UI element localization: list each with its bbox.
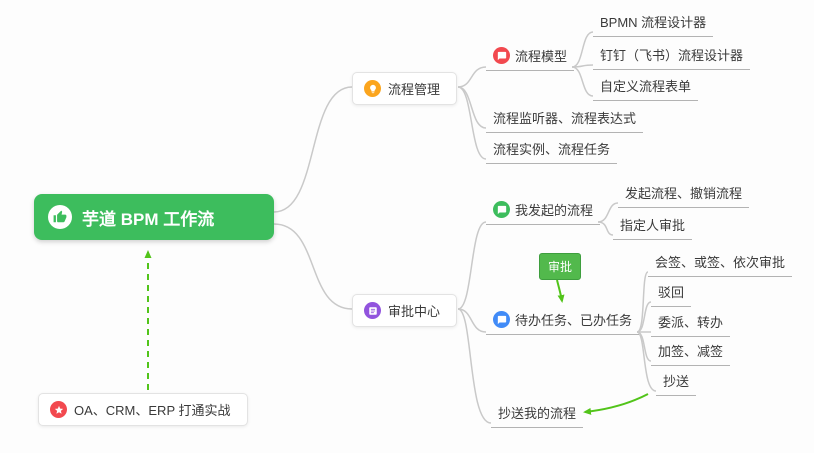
root-topic[interactable]: 芋道 BPM 工作流 xyxy=(34,194,274,240)
node-cc[interactable]: 抄送 xyxy=(656,369,697,396)
node-start-cancel[interactable]: 发起流程、撤销流程 xyxy=(618,181,750,208)
approval-badge-label: 审批 xyxy=(548,260,573,274)
node-label: 钉钉（飞书）流程设计器 xyxy=(600,48,744,63)
chat-bubble-icon xyxy=(493,311,510,328)
approval-badge[interactable]: 审批 xyxy=(539,253,582,280)
root-topic-label: 芋道 BPM 工作流 xyxy=(82,209,215,229)
lightbulb-icon xyxy=(364,80,381,97)
node-label: 加签、减签 xyxy=(658,344,724,359)
node-reject[interactable]: 驳回 xyxy=(651,280,692,307)
green-arrows xyxy=(144,250,649,415)
node-label: 会签、或签、依次审批 xyxy=(655,255,786,270)
node-process-management[interactable]: 流程管理 xyxy=(352,72,458,105)
chat-bubble-icon xyxy=(493,201,510,218)
chat-bubble-icon xyxy=(493,47,510,64)
thumbs-up-icon xyxy=(48,205,72,229)
node-add-reduce-sign[interactable]: 加签、减签 xyxy=(651,339,731,366)
node-instance-task[interactable]: 流程实例、流程任务 xyxy=(486,137,618,164)
node-delegate-transfer[interactable]: 委派、转办 xyxy=(651,310,731,337)
document-icon xyxy=(364,302,381,319)
node-label: OA、CRM、ERP 打通实战 xyxy=(74,403,231,418)
node-cc-my-process[interactable]: 抄送我的流程 xyxy=(491,401,584,428)
node-label: 自定义流程表单 xyxy=(600,79,692,94)
node-process-model[interactable]: 流程模型 xyxy=(486,44,575,71)
node-assignee-approval[interactable]: 指定人审批 xyxy=(613,213,693,240)
node-label: 流程实例、流程任务 xyxy=(493,142,611,157)
star-icon xyxy=(50,401,67,418)
gray-connectors xyxy=(273,31,657,424)
node-dingtalk-designer[interactable]: 钉钉（飞书）流程设计器 xyxy=(593,43,751,70)
node-approval-center[interactable]: 审批中心 xyxy=(352,294,458,327)
node-my-initiated[interactable]: 我发起的流程 xyxy=(486,198,601,225)
node-label: 审批中心 xyxy=(388,304,441,319)
node-bpmn-designer[interactable]: BPMN 流程设计器 xyxy=(593,10,714,37)
node-custom-form[interactable]: 自定义流程表单 xyxy=(593,74,699,101)
node-label: 待办任务、已办任务 xyxy=(515,313,633,328)
node-label: BPMN 流程设计器 xyxy=(600,15,707,30)
node-listener-expression[interactable]: 流程监听器、流程表达式 xyxy=(486,106,644,133)
node-label: 流程监听器、流程表达式 xyxy=(493,111,637,126)
arrow-cc-to-cc-my-process xyxy=(583,393,649,415)
node-label: 指定人审批 xyxy=(620,218,686,233)
arrow-approval-to-todo xyxy=(556,279,565,303)
node-label: 流程模型 xyxy=(515,49,568,64)
node-label: 委派、转办 xyxy=(658,315,724,330)
node-label: 驳回 xyxy=(658,285,685,300)
node-practice-note[interactable]: OA、CRM、ERP 打通实战 xyxy=(38,393,248,426)
node-label: 抄送 xyxy=(663,374,690,389)
node-label: 流程管理 xyxy=(388,82,441,97)
node-countersign[interactable]: 会签、或签、依次审批 xyxy=(648,250,793,277)
node-label: 抄送我的流程 xyxy=(498,406,577,421)
node-label: 我发起的流程 xyxy=(515,203,594,218)
node-todo-done[interactable]: 待办任务、已办任务 xyxy=(486,308,640,335)
node-label: 发起流程、撤销流程 xyxy=(625,186,743,201)
